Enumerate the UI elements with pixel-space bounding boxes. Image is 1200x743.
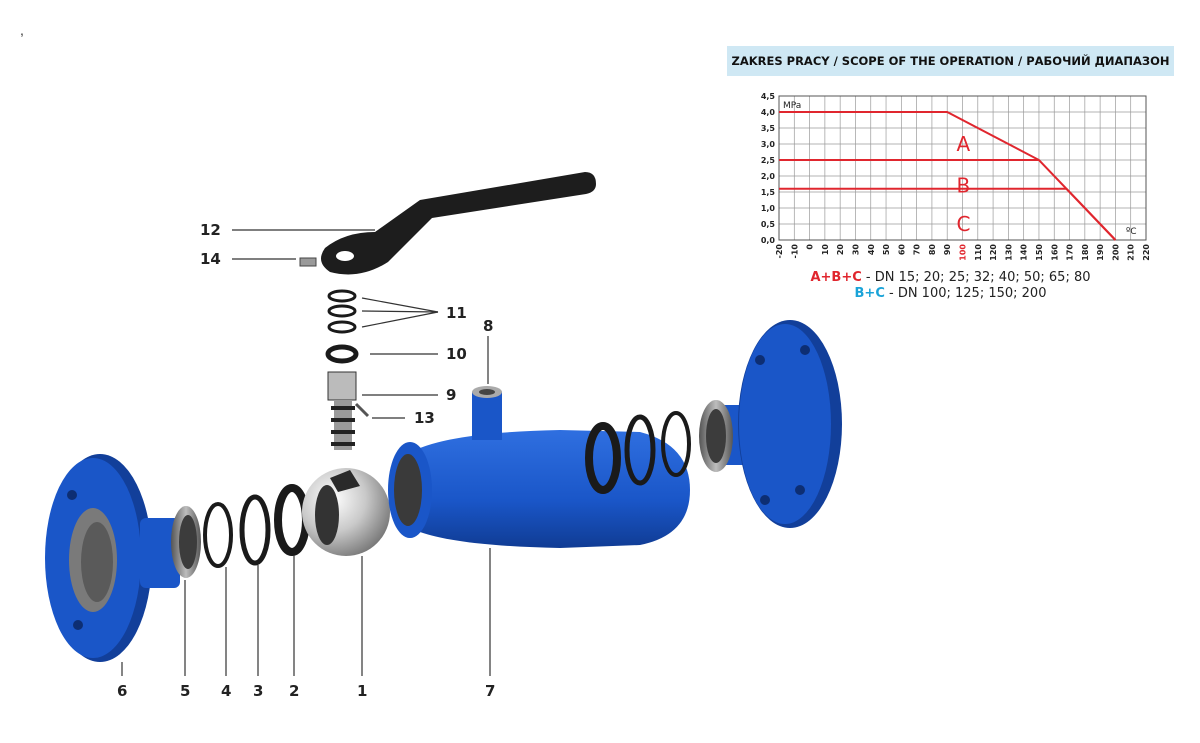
- x-tick-label: 30: [851, 244, 860, 256]
- part-label-10: 10: [446, 345, 467, 363]
- part-label-13: 13: [414, 409, 435, 427]
- x-tick-label: 170: [1066, 244, 1075, 261]
- x-tick-label: 130: [1004, 244, 1013, 261]
- ball: [302, 468, 390, 556]
- y-tick-label: 0,5: [761, 220, 776, 229]
- x-tick-label: 90: [943, 244, 952, 256]
- stem-neck: [472, 392, 502, 440]
- o-ring: [327, 289, 357, 303]
- o-ring: [327, 304, 357, 318]
- x-tick-label: 180: [1081, 244, 1090, 261]
- part-label-7: 7: [485, 682, 495, 700]
- part-label-9: 9: [446, 386, 456, 404]
- x-tick-label: 150: [1035, 244, 1044, 261]
- x-tick-label: 160: [1050, 244, 1059, 261]
- x-tick-label: 0: [806, 244, 815, 250]
- envelope-line: [1065, 188, 1117, 241]
- x-tick-label: 200: [1111, 244, 1120, 261]
- x-tick-label: 220: [1142, 244, 1151, 261]
- x-unit-label: ºC: [1126, 227, 1137, 237]
- legend-code-abc: A+B+C: [810, 270, 862, 285]
- operating-range-chart: 0,0 0,5 1,0 1,5 2,0 2,5 3,0 3,5 4,0 4,5 -20 -10 0 10 2…: [761, 92, 1151, 261]
- x-tick-label: 70: [913, 244, 922, 256]
- part-label-12: 12: [200, 221, 221, 239]
- x-tick-label: 50: [882, 244, 891, 256]
- region-label-a: A: [957, 132, 971, 156]
- legend-code-bc: B+C: [854, 286, 885, 301]
- x-tick-label: 80: [928, 244, 937, 256]
- legend-row-bc: B+C - DN 100; 125; 150; 200: [727, 286, 1174, 302]
- legend-row-abc: A+B+C - DN 15; 20; 25; 32; 40; 50; 65; 8…: [727, 270, 1174, 286]
- y-tick-label: 1,5: [761, 188, 776, 197]
- legend-text-abc: - DN 15; 20; 25; 32; 40; 50; 65; 80: [861, 270, 1091, 285]
- chart-banner: ZAKRES PRACY / SCOPE OF THE OPERATION / …: [727, 46, 1174, 76]
- x-tick-label: 100: [959, 244, 968, 261]
- x-tick-label: 110: [974, 244, 983, 261]
- handle-screw: [299, 257, 317, 267]
- x-tick-label: -20: [775, 244, 784, 259]
- part-label-4: 4: [221, 682, 231, 700]
- end-connector: [171, 506, 201, 578]
- part-label-11: 11: [446, 304, 467, 322]
- x-tick-label: 60: [897, 244, 906, 256]
- o-ring: [327, 320, 357, 334]
- flange-left: [45, 454, 180, 662]
- stem: [327, 371, 370, 450]
- part-label-8: 8: [483, 317, 493, 335]
- y-tick-label: 1,0: [761, 204, 776, 213]
- handle: [321, 172, 596, 275]
- x-tick-label: 210: [1127, 244, 1136, 261]
- leader-lines: [121, 229, 491, 676]
- gasket-right: [624, 414, 656, 486]
- legend-text-bc: - DN 100; 125; 150; 200: [884, 286, 1047, 301]
- chart-legend: A+B+C - DN 15; 20; 25; 32; 40; 50; 65; 8…: [727, 270, 1174, 302]
- x-tick-label: 140: [1020, 244, 1029, 261]
- thrust-ring: [325, 344, 359, 364]
- part-label-14: 14: [200, 250, 221, 268]
- region-label-c: C: [957, 212, 971, 236]
- chart-frame: [778, 95, 1147, 241]
- y-tick-label: 3,0: [761, 140, 776, 149]
- x-tick-label: 190: [1096, 244, 1105, 261]
- flange-right: [738, 320, 842, 528]
- y-unit-label: MPa: [783, 101, 801, 111]
- x-tick-label: 20: [836, 244, 845, 256]
- y-tick-label: 2,5: [761, 156, 776, 165]
- seat-ring: [274, 484, 310, 556]
- part-label-6: 6: [117, 682, 127, 700]
- x-tick-label: 120: [989, 244, 998, 261]
- stray-mark: ,: [20, 22, 24, 38]
- x-tick-label: 40: [867, 244, 876, 256]
- spring-ring: [203, 502, 233, 568]
- part-label-5: 5: [180, 682, 190, 700]
- y-tick-label: 4,5: [761, 92, 776, 101]
- x-tick-label: 10: [821, 244, 830, 256]
- y-tick-label: 3,5: [761, 124, 776, 133]
- y-tick-label: 2,0: [761, 172, 776, 181]
- part-label-2: 2: [289, 682, 299, 700]
- seat-ring-right: [585, 422, 621, 494]
- gasket: [239, 494, 271, 566]
- spring-ring-right: [661, 411, 691, 477]
- part-label-3: 3: [253, 682, 263, 700]
- region-label-b: B: [957, 174, 971, 198]
- x-tick-label: -10: [790, 244, 799, 259]
- y-tick-label: 0,0: [761, 236, 776, 245]
- y-tick-label: 4,0: [761, 108, 776, 117]
- part-label-1: 1: [357, 682, 367, 700]
